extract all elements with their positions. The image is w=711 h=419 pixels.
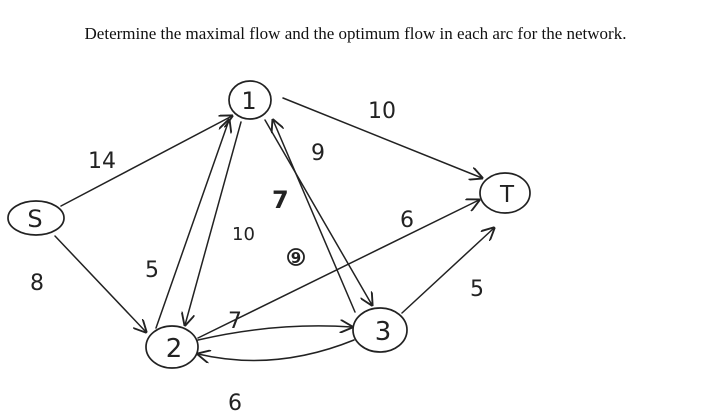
capacity-s-2: 8: [30, 271, 44, 296]
capacity-2-1: 5: [145, 258, 159, 283]
node-s: S: [7, 200, 65, 236]
capacity-1-t: 10: [368, 99, 396, 124]
edge-2-3: [197, 326, 352, 341]
node-3-label: 3: [375, 317, 392, 347]
capacity-2-t: 6: [400, 208, 414, 233]
node-1-label: 1: [241, 87, 256, 115]
edge-1-3: [264, 119, 372, 305]
capacity-2-3: 7: [228, 309, 242, 334]
node-s-label: S: [27, 205, 42, 233]
edge-3-t: [401, 228, 494, 314]
edge-s-1: [60, 116, 232, 207]
handwritten-mark-label: 9: [291, 249, 301, 267]
edge-1-2: [185, 121, 242, 325]
node-3: 3: [352, 307, 408, 353]
capacity-3-1: 7: [272, 186, 289, 214]
edge-3-2: [198, 339, 355, 360]
handwritten-mark: 9: [287, 248, 305, 267]
node-t-label: T: [499, 182, 515, 208]
node-1: 1: [228, 80, 272, 120]
question-text: Determine the maximal flow and the optim…: [84, 24, 627, 43]
edge-1-t: [282, 97, 482, 178]
capacity-3-t: 5: [470, 277, 484, 302]
capacity-3-2: 6: [228, 391, 242, 416]
capacity-1-3: 9: [311, 141, 325, 166]
edge-2-t: [197, 200, 479, 339]
edge-3-1: [273, 120, 356, 313]
capacity-1-2: 10: [232, 224, 255, 245]
edge-2-1: [155, 120, 229, 329]
node-t: T: [479, 172, 531, 214]
node-2-label: 2: [166, 334, 183, 364]
capacity-s-1: 14: [88, 149, 116, 174]
node-2: 2: [145, 325, 199, 369]
edge-s-2: [54, 235, 146, 332]
